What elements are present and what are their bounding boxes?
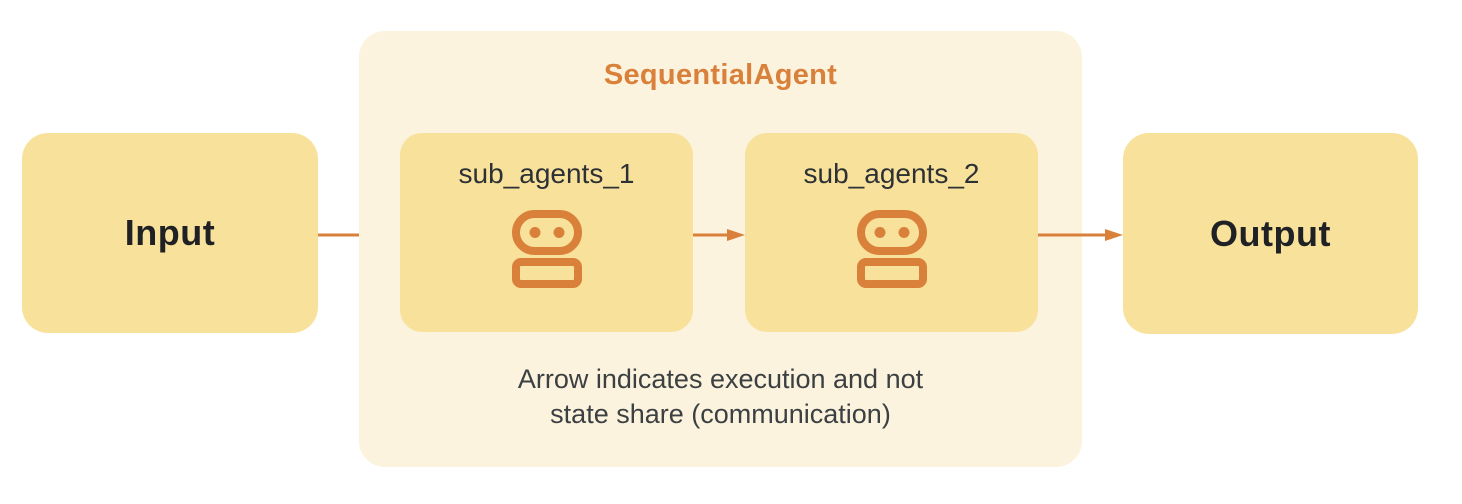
robot-icon [856,210,927,288]
sub-agent-node-1: sub_agents_1 [400,133,693,332]
robot-head [511,210,582,255]
arrow-head [727,229,745,241]
robot-body [511,258,582,288]
arrow-head [1105,229,1123,241]
sub-agent-2-label: sub_agents_2 [803,158,980,189]
input-label: Input [124,212,216,253]
output-node: Output [1123,133,1418,334]
robot-icon [511,210,582,288]
sub-agent-node-2: sub_agents_2 [745,133,1038,332]
sequential-agent-title: SequentialAgent [603,59,838,91]
robot-head [856,210,927,255]
input-node: Input [22,133,318,333]
robot-body [856,258,927,288]
robot-eye-right [898,227,909,238]
arrow-sub1-to-sub2 [693,229,745,241]
robot-eye-left [529,227,540,238]
robot-eye-left [874,227,885,238]
arrow-sub2-to-output [1038,229,1123,241]
sequential-agent-container: SequentialAgent sub_agents_1 sub_agents_… [359,31,1082,467]
sub-agent-1-label: sub_agents_1 [458,158,635,189]
robot-eye-right [553,227,564,238]
execution-note-caption: Arrow indicates execution and not state … [517,364,924,429]
output-label: Output [1210,212,1331,254]
